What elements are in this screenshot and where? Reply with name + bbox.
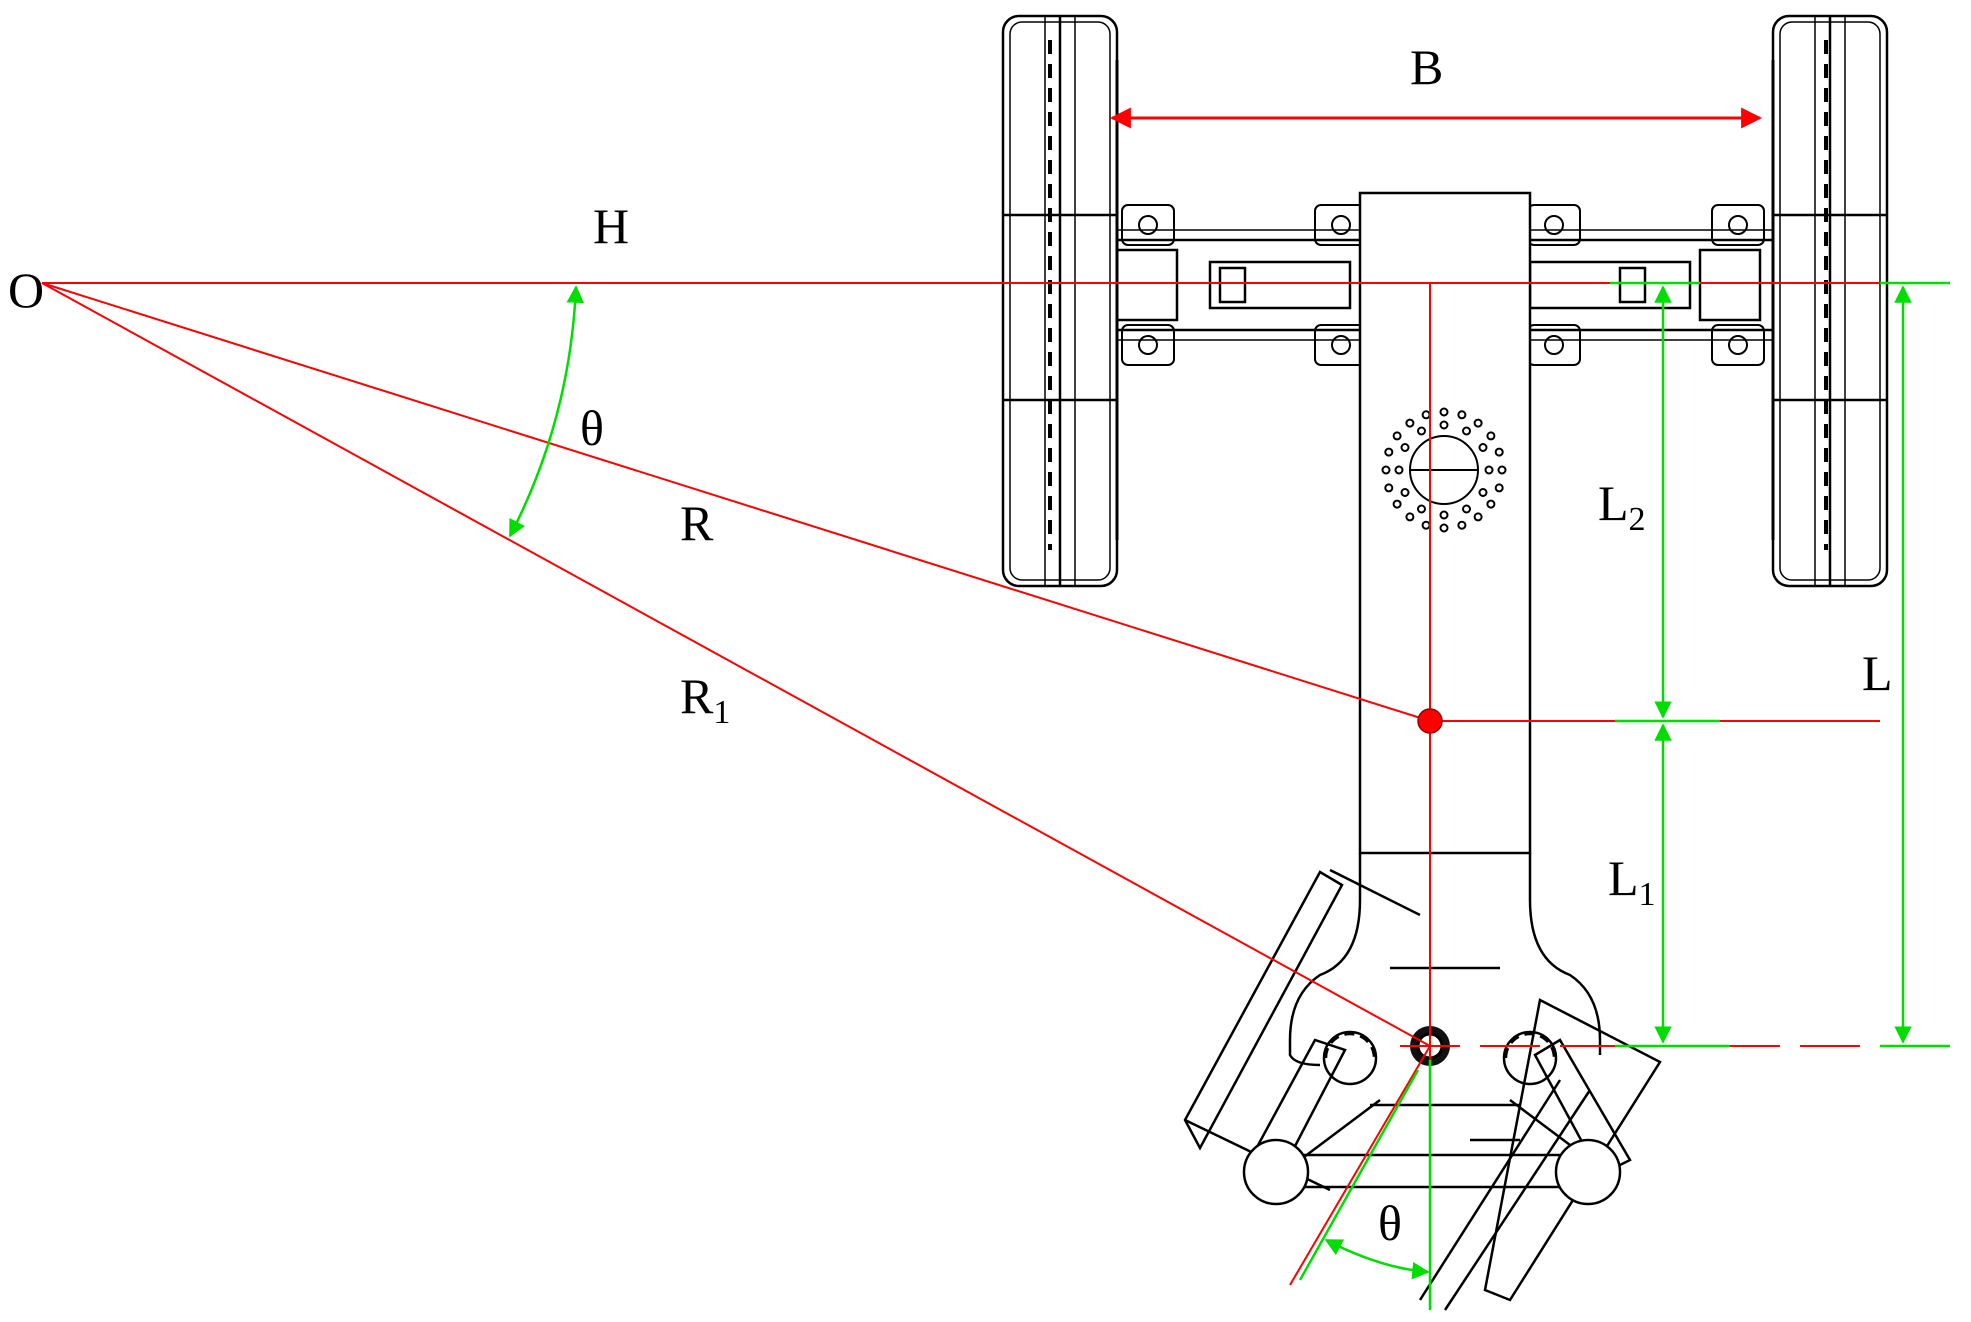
flange-hole xyxy=(1473,512,1483,522)
bearing-block xyxy=(1121,324,1175,366)
label-L1: L1 xyxy=(1608,850,1656,913)
bearing-block xyxy=(1711,324,1765,366)
arc-theta-bottom xyxy=(1324,1238,1430,1280)
label-R: R xyxy=(680,495,714,551)
bearing-block xyxy=(1121,204,1175,246)
flange-hole-pattern xyxy=(1381,407,1507,533)
flange-hole xyxy=(1497,465,1507,475)
flange-hole xyxy=(1392,499,1402,509)
flange-hole xyxy=(1494,483,1504,493)
flange-hole xyxy=(1439,407,1449,417)
dimension-lines xyxy=(508,281,1950,1310)
rear-axis-green xyxy=(1298,1069,1420,1281)
right-wheel xyxy=(1771,14,1889,588)
flange-hole xyxy=(1439,420,1449,430)
label-theta-top: θ xyxy=(580,400,604,456)
flange-hole xyxy=(1392,431,1402,441)
flange-hole xyxy=(1484,465,1494,475)
central-beam xyxy=(1358,191,1532,855)
arc-theta-top xyxy=(508,285,585,538)
flange-hole xyxy=(1394,465,1404,475)
bearing-block xyxy=(1711,204,1765,246)
label-B: B xyxy=(1410,39,1443,95)
line-R xyxy=(41,282,1431,722)
flange-hole xyxy=(1462,426,1471,436)
flange-hole xyxy=(1478,488,1488,497)
construction-lines xyxy=(41,282,1890,1286)
flange-hole xyxy=(1457,520,1467,530)
flange-hole xyxy=(1405,512,1415,522)
label-L2: L2 xyxy=(1598,475,1646,538)
left-wheel xyxy=(1001,14,1119,588)
flange-hole xyxy=(1381,465,1391,475)
flange-hole xyxy=(1417,426,1426,436)
flange-hole xyxy=(1439,523,1449,533)
label-R1: R1 xyxy=(680,668,730,731)
rear-swing-assembly xyxy=(1183,853,1662,1311)
flange-hole xyxy=(1439,510,1449,520)
flange-hole xyxy=(1478,443,1488,452)
rear-axis-red xyxy=(1289,1045,1431,1286)
flange-hole xyxy=(1473,418,1483,428)
flange-hole xyxy=(1405,418,1415,428)
label-H: H xyxy=(593,198,629,254)
flange-hole xyxy=(1486,499,1496,509)
labels: O H B θ R R1 L2 L L1 θ xyxy=(8,39,1893,1251)
line-R1 xyxy=(41,282,1431,1047)
center-of-gravity-point xyxy=(1417,708,1443,734)
flange-hole xyxy=(1462,504,1471,514)
flange-hole xyxy=(1384,483,1394,493)
flange-hole xyxy=(1457,410,1467,420)
flange-hole xyxy=(1494,447,1504,457)
flange-hole xyxy=(1400,488,1410,497)
flange-hole xyxy=(1384,447,1394,457)
label-theta-bottom: θ xyxy=(1378,1195,1402,1251)
flange-hole xyxy=(1417,504,1426,514)
flange-hole xyxy=(1486,431,1496,441)
label-O: O xyxy=(8,262,44,318)
flange-hole xyxy=(1400,443,1410,452)
label-L: L xyxy=(1862,645,1893,701)
